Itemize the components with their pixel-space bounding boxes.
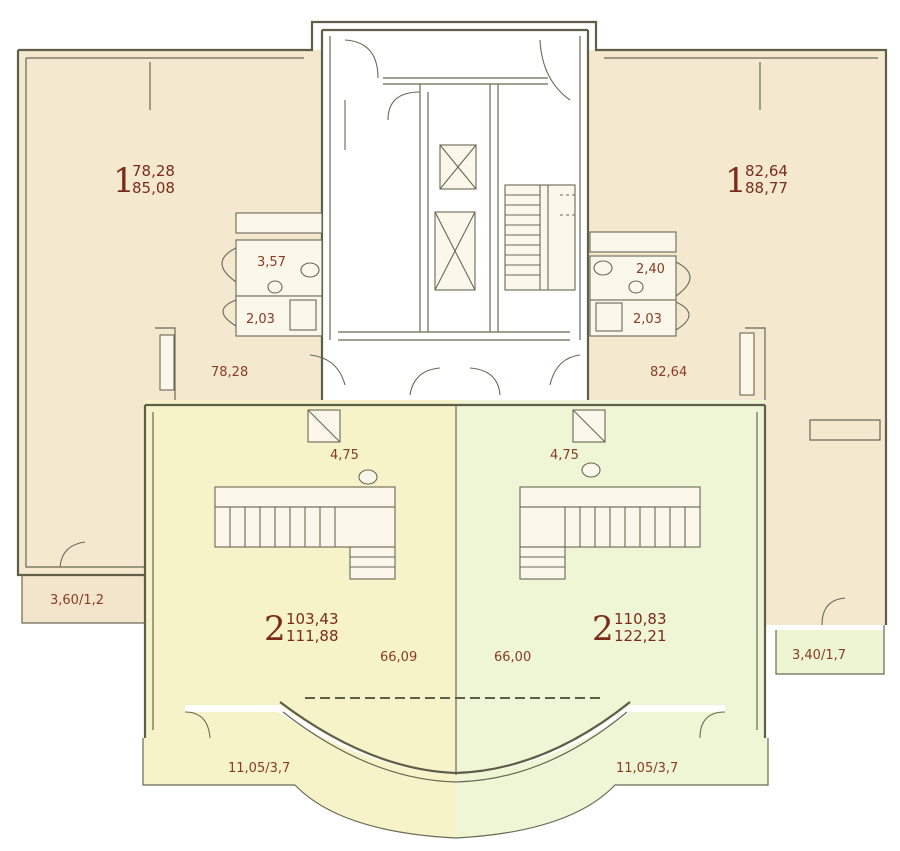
unit-1-right-fill — [588, 50, 886, 625]
room-area-left-main: 78,28 — [211, 365, 248, 380]
balcony-right-small — [776, 630, 884, 674]
room-area-right-bath-lower: 2,03 — [633, 312, 662, 327]
unit-1-left-fill — [18, 50, 322, 575]
apartment-area-total-right-bottom: 122,21 — [614, 627, 667, 645]
core-stairs — [504, 184, 576, 291]
room-area-left-bath-lower: 2,03 — [246, 312, 275, 327]
balcony-area-right-small: 3,40/1,7 — [792, 648, 846, 663]
labels: 1 78,28 85,08 1 82,64 88,77 2 103,43 111… — [50, 161, 846, 776]
balcony-right-curved — [456, 712, 768, 838]
balcony-area-left-small: 3,60/1,2 — [50, 593, 104, 608]
room-area-right2-bath: 4,75 — [550, 448, 579, 463]
balcony-area-right-curved: 11,05/3,7 — [616, 761, 678, 776]
apartment-area-living-right-bottom: 110,83 — [614, 610, 667, 628]
walls — [16, 20, 888, 839]
apartment-area-total-right-top: 88,77 — [745, 179, 788, 197]
apartment-area-living-right-top: 82,64 — [745, 162, 788, 180]
balcony-area-left-curved: 11,05/3,7 — [228, 761, 290, 776]
balcony-left-small — [22, 575, 146, 623]
room-area-right-bath-upper: 2,40 — [636, 262, 665, 277]
balcony-left-curved — [143, 712, 456, 838]
unit-2-left-stairs — [214, 506, 396, 580]
room-area-left2-bath: 4,75 — [330, 448, 359, 463]
apartment-area-total-left-top: 85,08 — [132, 179, 175, 197]
apartment-number-right-top: 1 — [725, 161, 747, 201]
room-area-right-main: 82,64 — [650, 365, 687, 380]
room-area-left-bath-upper: 3,57 — [257, 255, 286, 270]
apartment-number-right-bottom: 2 — [592, 609, 614, 649]
apartment-area-living-left-bottom: 103,43 — [286, 610, 339, 628]
room-area-right2-main: 66,00 — [494, 650, 531, 665]
apartment-area-total-left-bottom: 111,88 — [286, 627, 339, 645]
apartment-number-left-top: 1 — [113, 161, 135, 201]
unit-2-right-stairs — [519, 506, 701, 580]
apartment-number-left-bottom: 2 — [264, 609, 286, 649]
apartment-area-living-left-top: 78,28 — [132, 162, 175, 180]
room-area-left2-main: 66,09 — [380, 650, 417, 665]
fixtures — [59, 39, 846, 739]
